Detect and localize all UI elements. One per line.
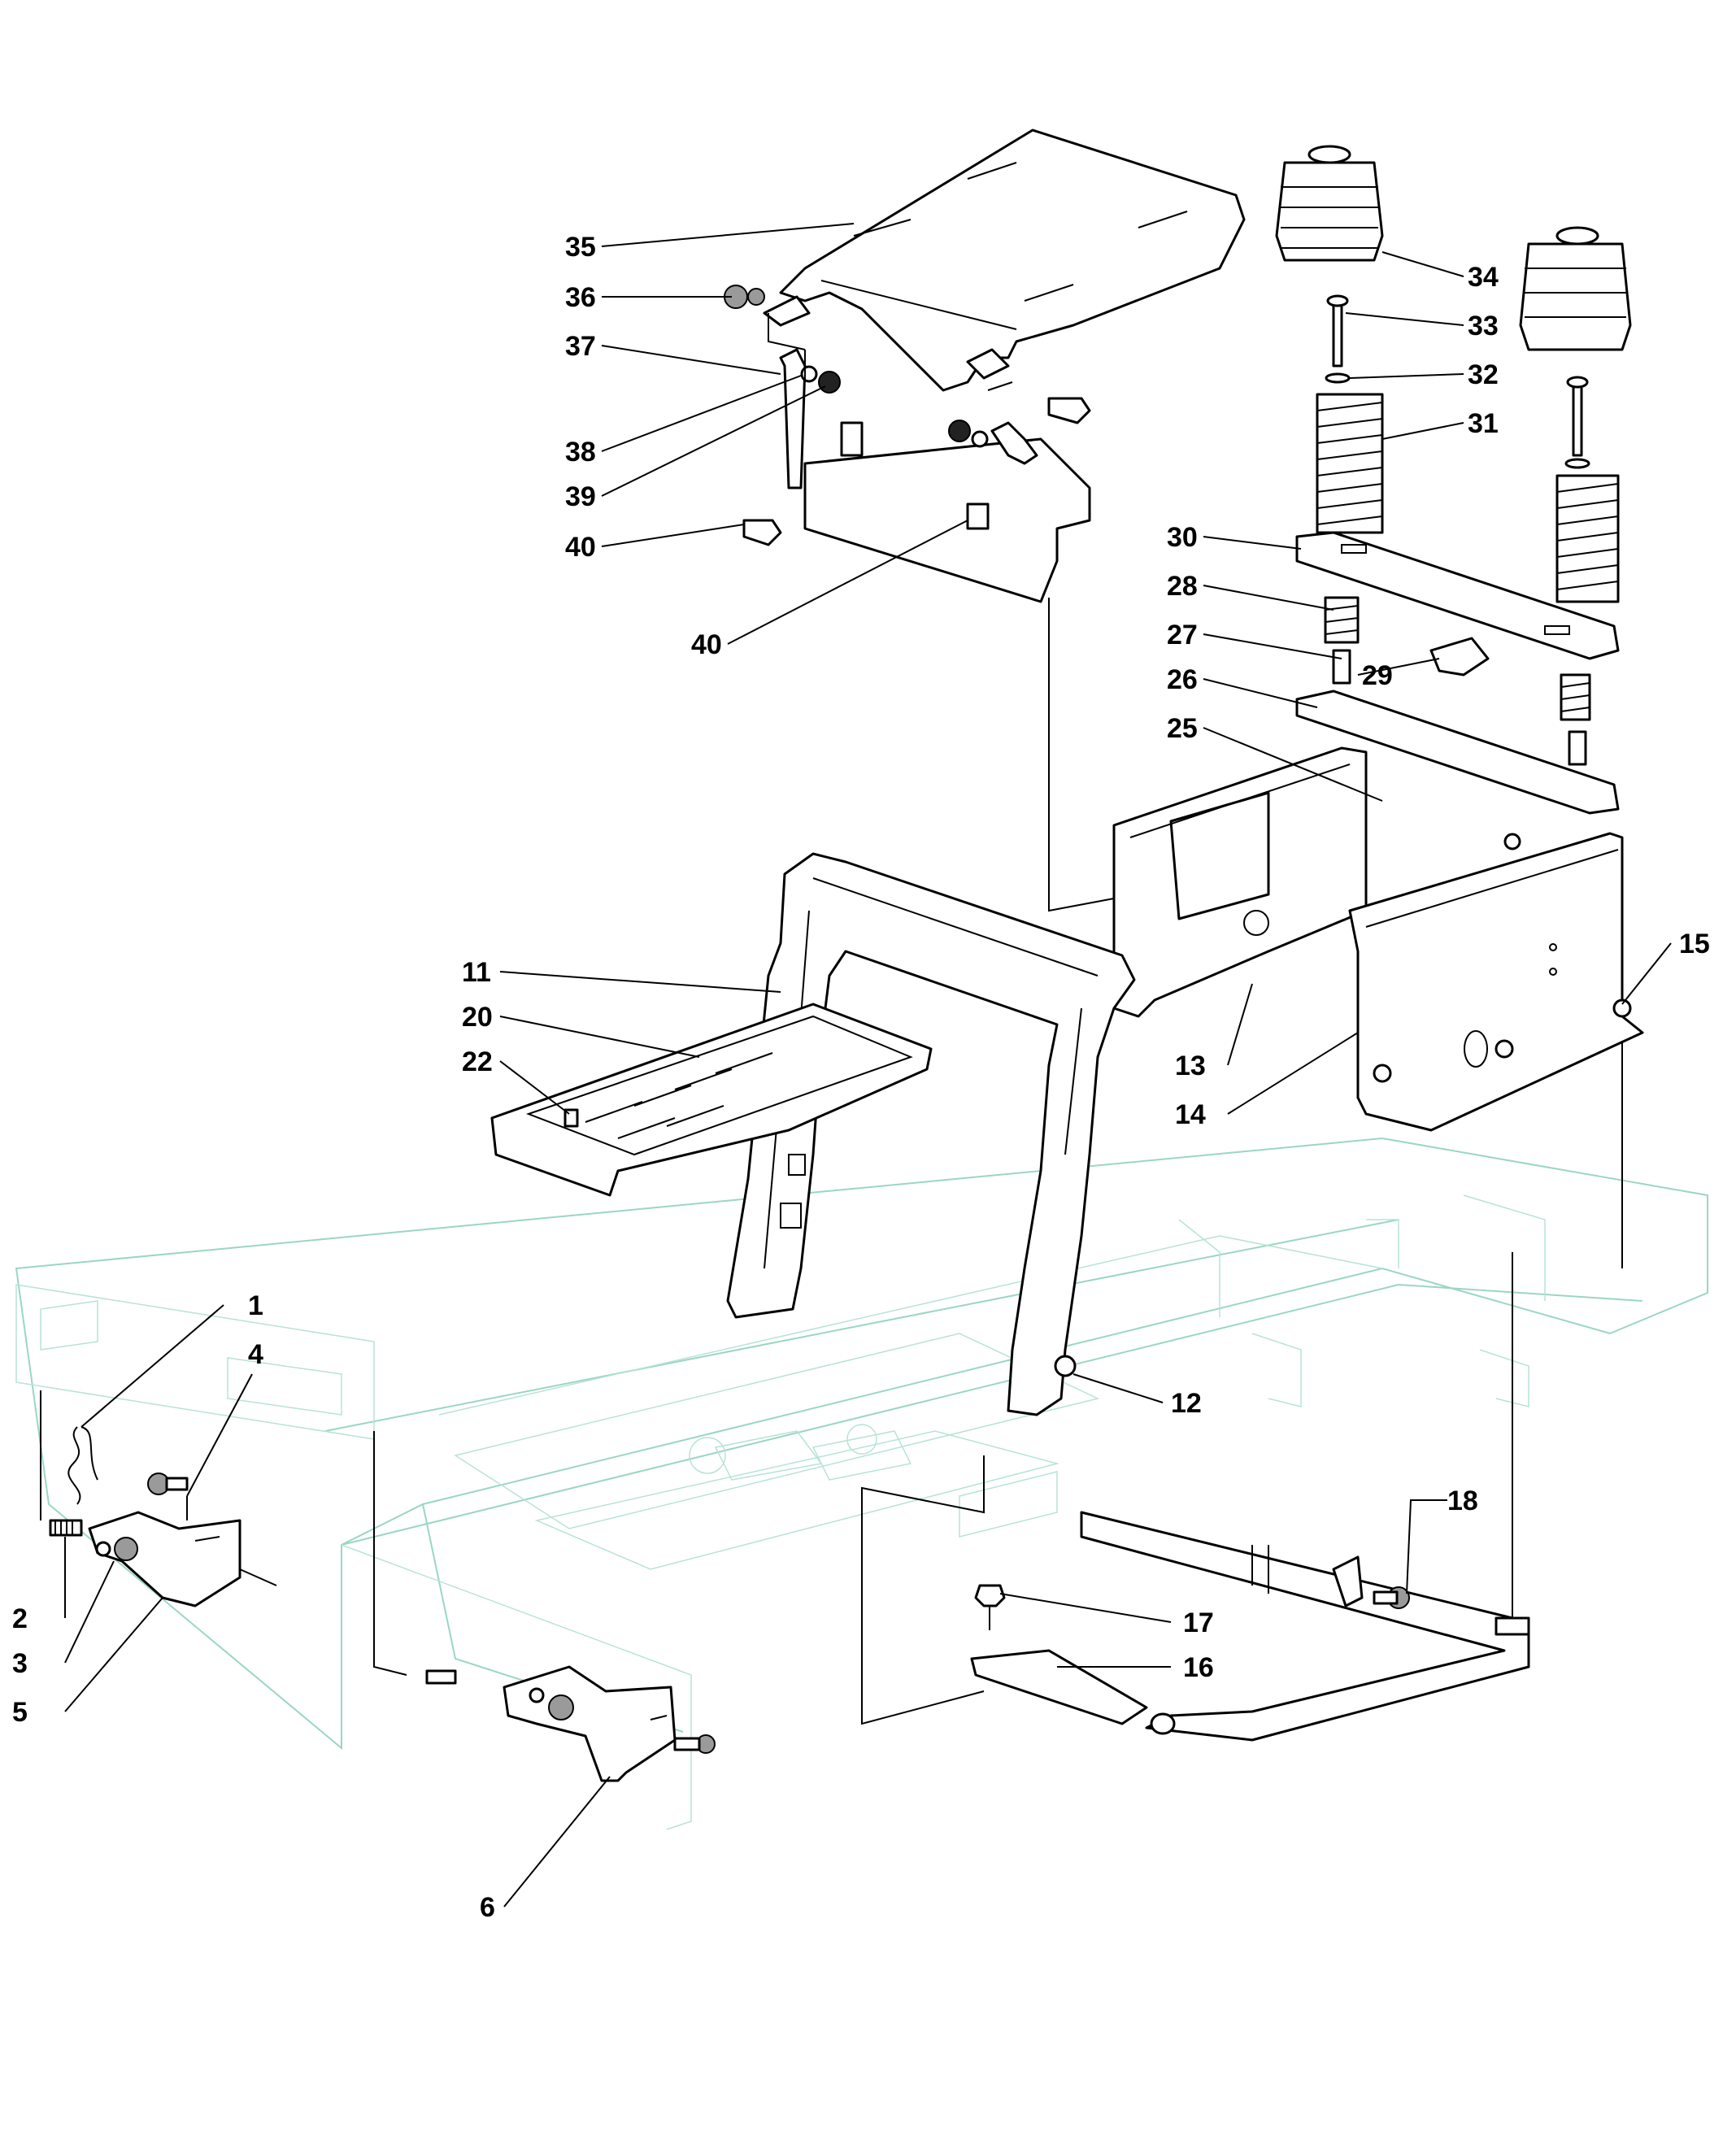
callout-30: 30 [1167,522,1198,553]
bellows-right [1519,226,1632,351]
callout-40-lower: 40 [691,629,722,660]
callout-5: 5 [12,1697,28,1728]
callout-37: 37 [565,331,596,362]
callout-35: 35 [565,232,596,263]
assembly-lines [40,313,1623,1725]
callout-20: 20 [462,1002,493,1033]
callout-39: 39 [565,481,596,512]
hinge-hardware [724,285,1091,546]
callout-12: 12 [1171,1388,1202,1419]
bracket-5 [88,1511,241,1607]
rail-26 [1295,690,1620,815]
callout-28: 28 [1167,571,1198,602]
seat-mount-13 [1112,746,1368,1018]
screw-17 [974,1584,1006,1630]
bolt-2 [49,1519,83,1537]
tube-16 [970,1511,1530,1742]
callout-14: 14 [1175,1099,1206,1130]
callout-33: 33 [1468,311,1499,341]
callout-27: 27 [1167,620,1198,650]
pin-1 [67,1426,98,1505]
callout-6: 6 [480,1892,495,1923]
callout-18: 18 [1447,1486,1478,1516]
bolt-33 [1325,294,1590,469]
callout-16: 16 [1183,1652,1214,1683]
callout-26: 26 [1167,664,1198,695]
callout-13: 13 [1175,1051,1206,1081]
callout-40-top: 40 [565,532,596,563]
spring-31 [1316,393,1620,603]
callout-32: 32 [1468,359,1499,390]
callout-29: 29 [1362,660,1393,691]
callout-2: 2 [12,1603,28,1634]
callout-22: 22 [462,1046,493,1077]
seat-pan-35 [763,128,1246,392]
chassis-frame-ghost [15,1137,1708,1830]
callout-15: 15 [1679,929,1710,959]
callout-17: 17 [1183,1607,1214,1638]
callout-leaders [64,223,1672,1908]
bolt-4 [147,1473,189,1495]
callout-labels: 35 36 37 38 39 40 40 34 33 32 31 30 28 2… [12,232,1710,1923]
roll-frame-11 [726,852,1136,1416]
callout-36: 36 [565,282,596,313]
callout-38: 38 [565,437,596,468]
top-plate-30 [1295,531,1620,660]
bolt-18 [1373,1586,1410,1609]
callout-11: 11 [462,957,491,988]
footrest-plate-20 [490,1003,933,1197]
callout-4: 4 [248,1339,263,1370]
knob-29 [1429,637,1490,676]
bellows-left-34 [1275,145,1384,262]
callout-25: 25 [1167,713,1198,744]
callout-31: 31 [1468,408,1499,439]
callout-34: 34 [1468,262,1499,293]
seat-mount-14 [1348,832,1644,1132]
bolt-loose [425,1669,457,1685]
bracket-6 [503,1665,716,1782]
callout-3: 3 [12,1648,28,1679]
seat-hinge-bracket [779,348,1091,603]
springs-28 [1324,596,1591,721]
callout-1: 1 [248,1290,263,1321]
